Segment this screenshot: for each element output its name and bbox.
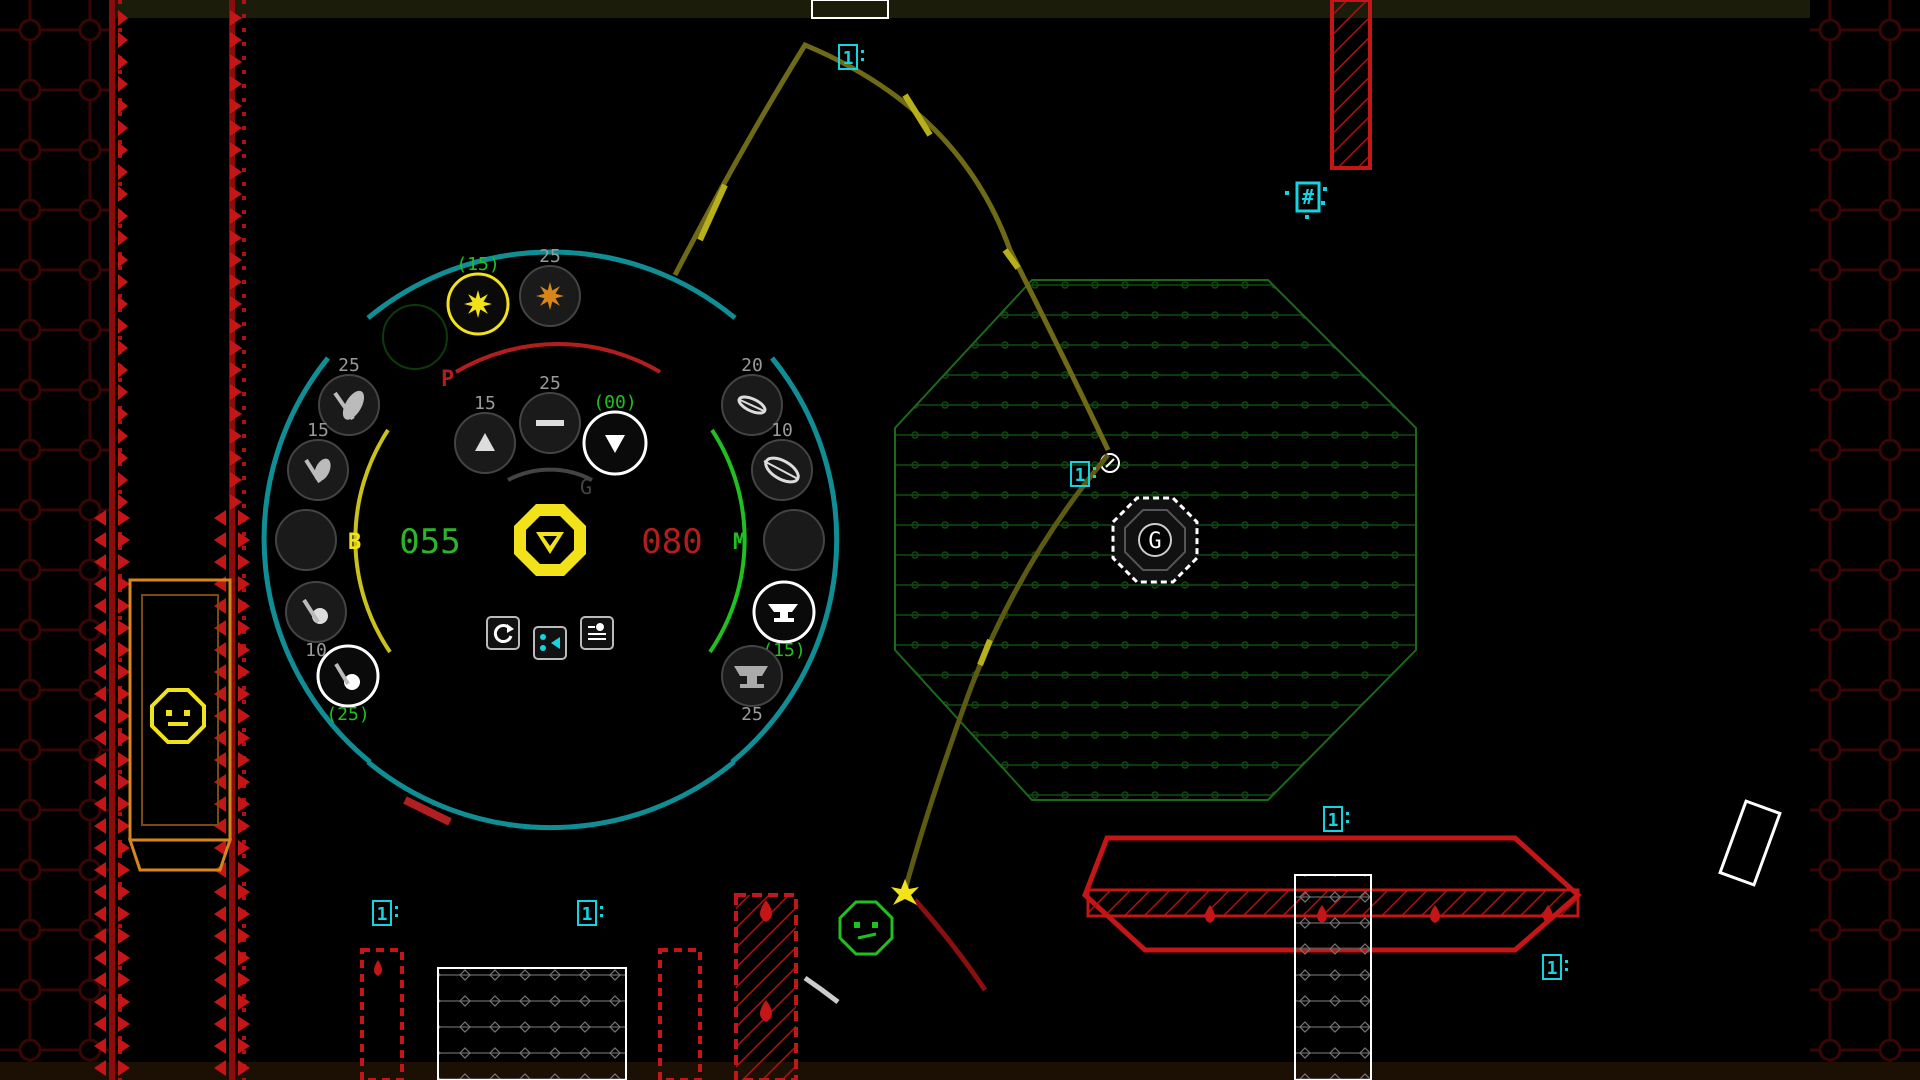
slot-value: (00) (593, 392, 636, 413)
arrow-down-icon (605, 435, 625, 453)
ball-icon (334, 662, 360, 690)
slot-value: 25 (338, 355, 360, 376)
level-marker-label: 1 (843, 48, 854, 69)
refresh-icon (493, 624, 513, 643)
arrow-up-icon (475, 433, 495, 451)
white-tile-far-right (1718, 799, 1782, 887)
red-pillar-top (1330, 0, 1372, 170)
level-marker-label: 1 (1075, 465, 1086, 486)
left-spike-wall (94, 0, 250, 1080)
slot-left-3[interactable] (275, 509, 337, 571)
debris (803, 975, 840, 1004)
feather-large-icon (763, 456, 800, 484)
cycle-button[interactable] (533, 626, 567, 660)
yellow-burst-icon (464, 290, 492, 318)
wheel-letter-m: M (733, 530, 746, 555)
slot-right-5[interactable]: 25 (721, 645, 783, 725)
slot-value: 15 (307, 420, 329, 441)
svg-text:B: B (348, 530, 361, 555)
slot-value: 25 (539, 373, 561, 394)
level-marker: 1 (1542, 954, 1568, 980)
wheel-letter-b: B (348, 530, 361, 555)
slot-value: 25 (539, 246, 561, 267)
hash-pickup[interactable]: # (1285, 181, 1327, 219)
white-column-right (1294, 874, 1372, 1080)
slot-value: 15 (474, 393, 496, 414)
level-marker-label: 1 (1547, 958, 1558, 979)
wheel-letter-g: G (580, 475, 592, 499)
green-face-player[interactable] (838, 900, 894, 956)
level-marker-label: 1 (1328, 810, 1339, 831)
hash-label: # (1302, 185, 1314, 209)
svg-text:M: M (733, 530, 746, 555)
svg-text:P: P (441, 367, 454, 392)
menu-button[interactable] (580, 616, 614, 650)
slot-value: 10 (305, 640, 327, 661)
dots-arrow-icon (540, 634, 560, 651)
level-marker: 1 (372, 900, 398, 926)
slot-value: 20 (741, 355, 763, 376)
feather-icon (737, 395, 767, 415)
slot-right-4[interactable]: (15) (752, 580, 816, 661)
white-block-bottom (437, 967, 627, 1080)
slot-arrow-up[interactable]: 15 (454, 393, 516, 474)
orange-cage (127, 578, 233, 872)
right-counter: 080 (641, 522, 702, 562)
level-marker: 1 (1323, 806, 1349, 832)
slot-top-burst-orange[interactable]: 25 (519, 246, 581, 327)
slot-value: (25) (326, 704, 369, 725)
slot-value: 25 (741, 704, 763, 725)
yellow-face-npc[interactable] (150, 688, 206, 744)
slot-right-3[interactable] (763, 509, 825, 571)
slot-arrow-down[interactable]: (00) (582, 392, 648, 476)
ability-slots: (15) 25 15 25 (00) 25 15 10 (25) 20 10 (15) 25 (275, 246, 825, 725)
level-marker: 1 (838, 44, 864, 70)
goal-label: G (1148, 529, 1161, 554)
spark-icon (891, 879, 919, 905)
reset-button[interactable] (486, 616, 520, 650)
orange-burst-icon (536, 282, 564, 310)
slot-left-2[interactable]: 15 (287, 420, 349, 501)
wheel-letter-p: P (441, 367, 454, 392)
red-posts (360, 893, 798, 1080)
trajectory (672, 41, 1111, 992)
anvil-large-icon (734, 666, 768, 688)
slot-value: 10 (771, 420, 793, 441)
svg-text:G: G (580, 475, 592, 499)
build-wheel (261, 249, 840, 831)
level-marker-label: 1 (377, 904, 388, 925)
level-marker: 1 (577, 900, 603, 926)
slot-left-4[interactable]: 10 (285, 581, 347, 661)
left-counter: 055 (399, 522, 460, 562)
list-icon (588, 623, 606, 640)
gem-core-icon[interactable] (514, 504, 586, 576)
slot-top-burst-yellow[interactable]: (15) (446, 254, 510, 336)
leaf-icon (304, 458, 331, 484)
leaf-pair-icon (333, 390, 365, 421)
dash-icon (536, 420, 564, 426)
slot-right-2[interactable]: 10 (751, 420, 813, 501)
ball-leaf-icon (302, 598, 328, 624)
slot-value: (15) (456, 254, 499, 275)
slot-left-5[interactable]: (25) (316, 644, 380, 725)
slot-dash[interactable]: 25 (519, 373, 581, 454)
top-platform (811, 0, 889, 19)
level-marker: 1 (1070, 461, 1096, 487)
slot-left-1[interactable]: 25 (318, 355, 380, 436)
level-marker-label: 1 (582, 904, 593, 925)
level-markers: 1 1 1 1 1 1 (372, 44, 1568, 980)
goal-node[interactable]: G (1111, 496, 1199, 584)
anvil-icon (768, 604, 798, 622)
slot-right-1[interactable]: 20 (721, 355, 783, 436)
